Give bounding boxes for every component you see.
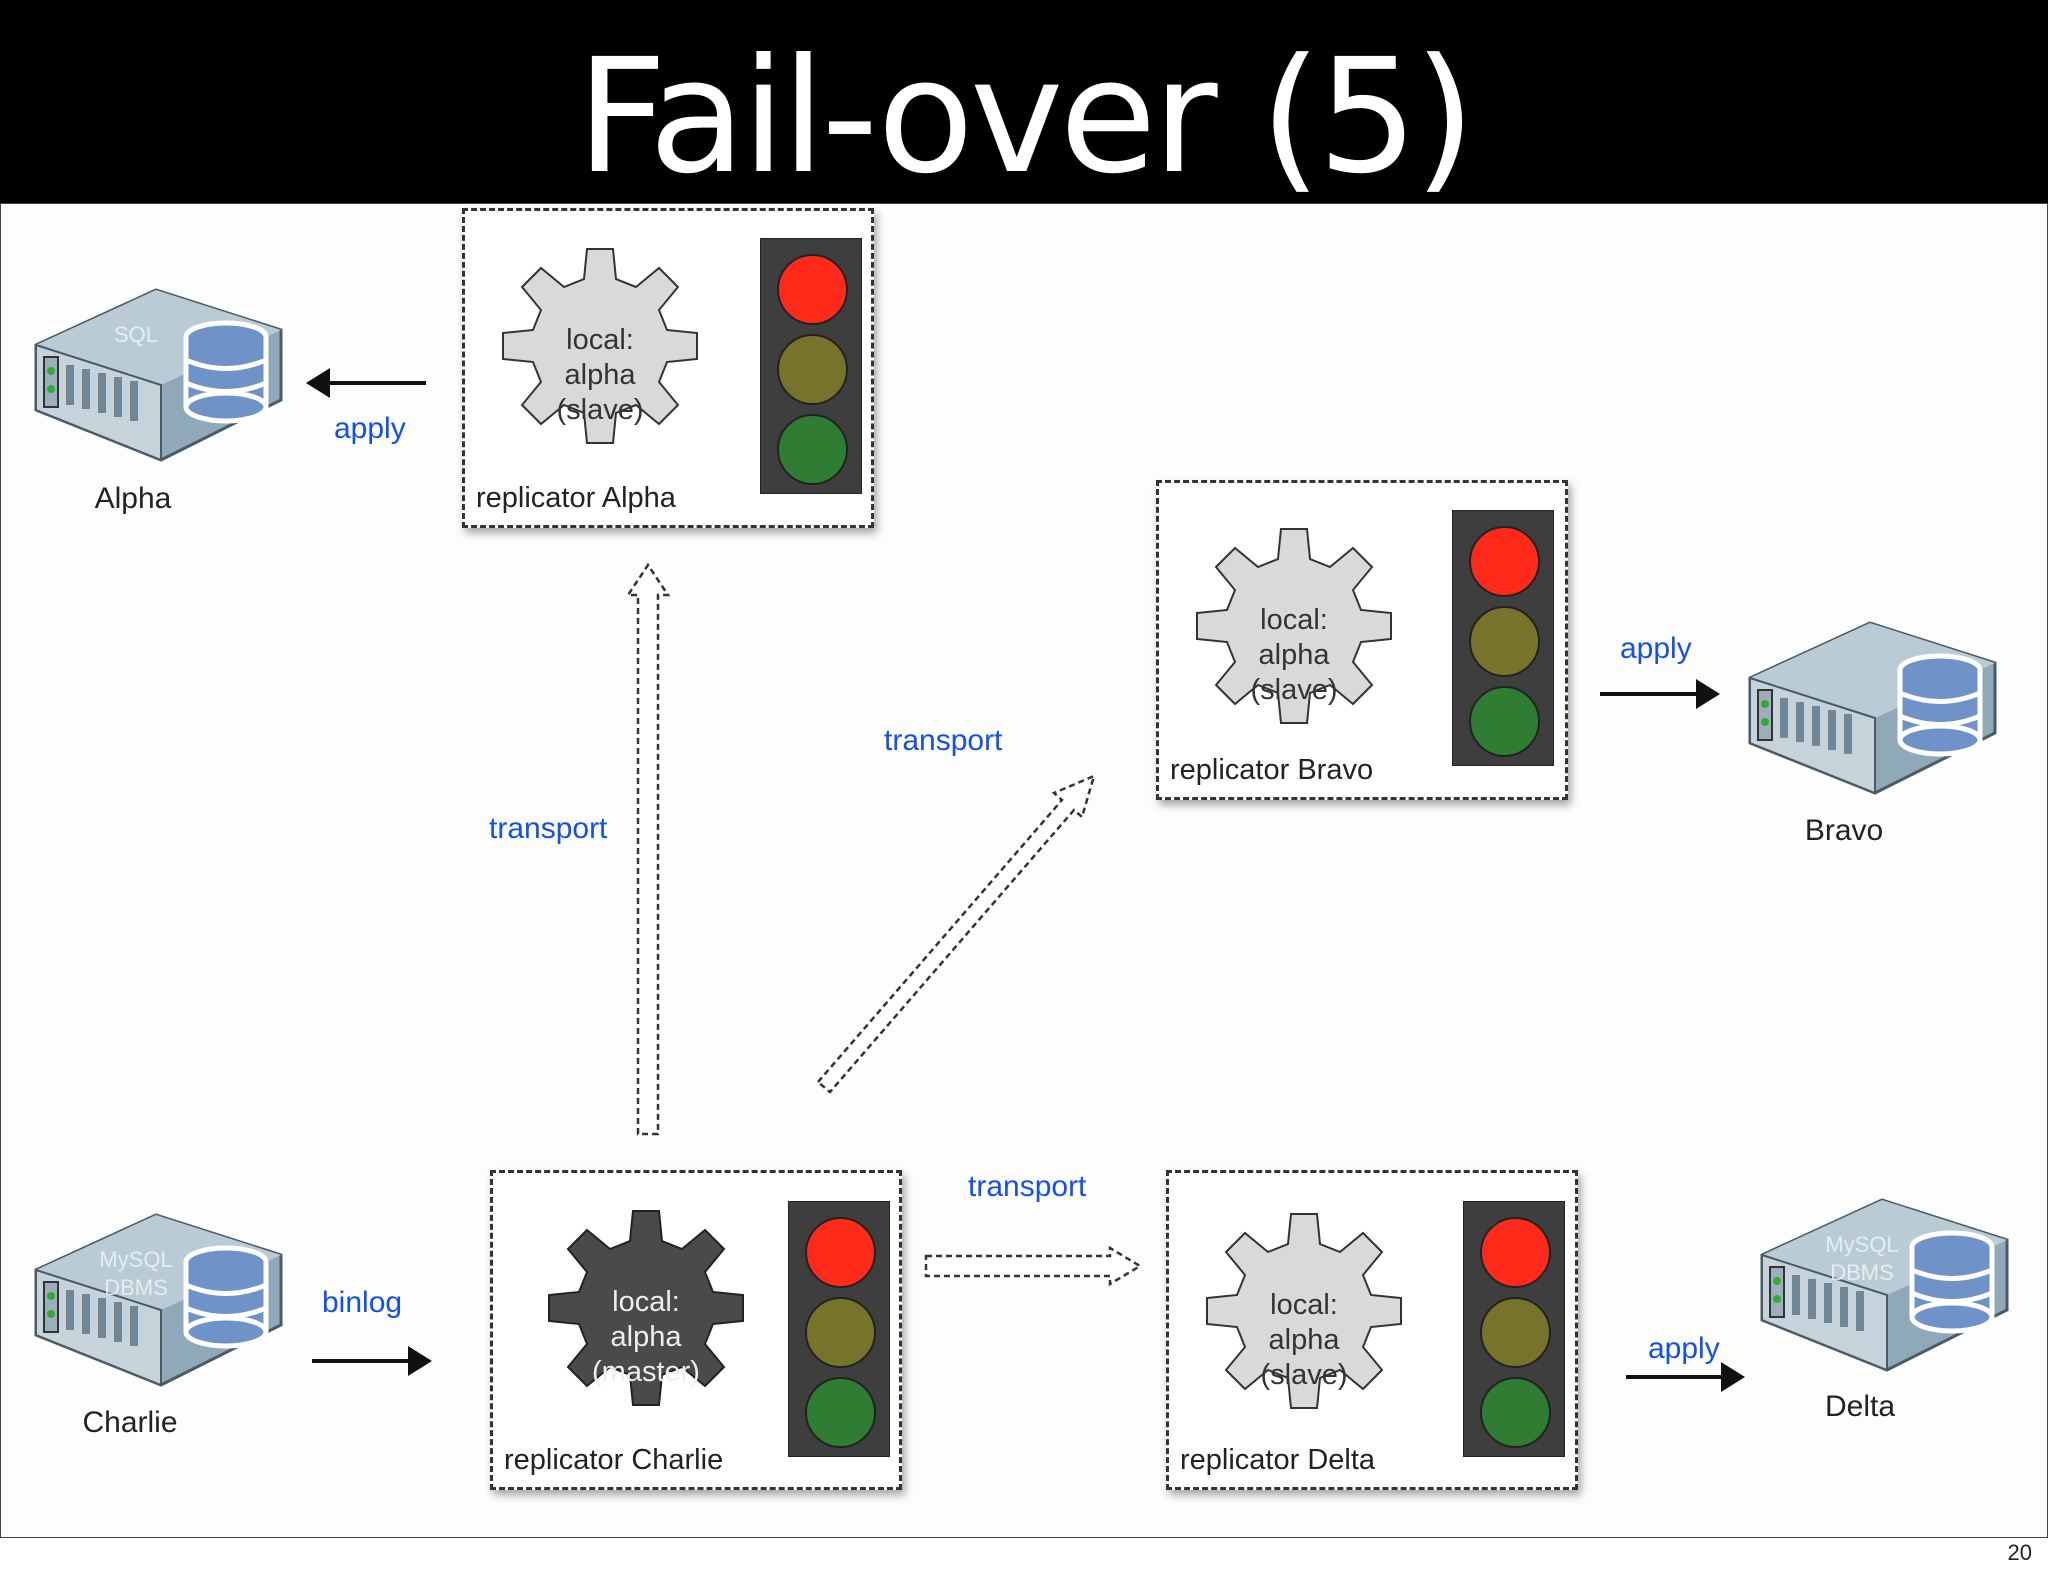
- yellow-lamp: [805, 1297, 876, 1368]
- diagram-canvas: [0, 203, 2048, 1538]
- red-lamp: [1469, 526, 1540, 597]
- title-bar: Fail-over (5): [0, 0, 2048, 209]
- server-delta-icon: MySQL DBMS: [1752, 1195, 2012, 1385]
- gear-text-line: (slave): [1250, 674, 1338, 706]
- apply-label: apply: [1620, 632, 1692, 665]
- green-lamp: [805, 1377, 876, 1448]
- transport-label: transport: [968, 1170, 1087, 1203]
- gear-text-line: alpha: [1258, 639, 1330, 671]
- traffic-light-icon: [788, 1201, 890, 1457]
- page-number: 20: [2007, 1540, 2032, 1565]
- replicator-label: replicator Charlie: [504, 1444, 724, 1476]
- binlog-label: binlog: [322, 1286, 403, 1319]
- replicator-label: replicator Delta: [1180, 1444, 1376, 1476]
- replicator-bravo-box: local: alpha (slave) replicator Bravo: [1156, 480, 1568, 800]
- red-lamp: [777, 254, 848, 325]
- traffic-light-icon: [1463, 1201, 1565, 1457]
- gear-text-line: alpha: [1268, 1324, 1340, 1356]
- traffic-light-icon: [760, 238, 862, 494]
- gear-icon: local: alpha (master): [541, 1203, 751, 1413]
- replicator-charlie-box: local: alpha (master) replicator Charlie: [490, 1170, 902, 1490]
- replicator-label: replicator Alpha: [476, 482, 676, 514]
- yellow-lamp: [1480, 1297, 1551, 1368]
- gear-icon: local: alpha (slave): [495, 241, 705, 451]
- yellow-lamp: [1469, 606, 1540, 677]
- server-alpha-icon: SQL: [26, 285, 286, 475]
- apply-alpha-arrow: [306, 368, 426, 398]
- gear-text-line: local:: [612, 1286, 680, 1318]
- transport-bravo-arrow: [816, 773, 1096, 1094]
- apply-label: apply: [1648, 1332, 1720, 1365]
- server-overlay-line: SQL: [113, 322, 159, 347]
- red-lamp: [1480, 1217, 1551, 1288]
- server-overlay-line: DBMS: [104, 1275, 168, 1300]
- transport-label: transport: [489, 812, 608, 845]
- replicator-alpha-box: local: alpha (slave) replicator Alpha: [462, 208, 874, 528]
- gear-icon: local: alpha (slave): [1199, 1206, 1409, 1416]
- gear-text-line: local:: [1260, 604, 1328, 636]
- apply-label: apply: [334, 412, 406, 445]
- gear-text-line: alpha: [564, 359, 636, 391]
- gear-text-line: local:: [566, 324, 634, 356]
- apply-delta-arrow: [1626, 1362, 1745, 1392]
- yellow-lamp: [777, 334, 848, 405]
- server-charlie-label: Charlie: [82, 1406, 178, 1439]
- binlog-arrow: [312, 1346, 432, 1376]
- gear-icon: local: alpha (slave): [1189, 521, 1399, 731]
- green-lamp: [777, 414, 848, 485]
- slide-title: Fail-over (5): [576, 25, 1475, 209]
- transport-alpha-arrow: [625, 562, 671, 1136]
- gear-text-line: local:: [1270, 1289, 1338, 1321]
- server-bravo-label: Bravo: [1804, 814, 1884, 847]
- transport-label: transport: [884, 724, 1003, 757]
- replicator-delta-box: local: alpha (slave) replicator Delta: [1166, 1170, 1578, 1490]
- server-charlie-icon: MySQL DBMS: [26, 1210, 286, 1400]
- gear-text-line: (master): [592, 1356, 700, 1388]
- server-overlay-line: MySQL: [99, 1247, 173, 1272]
- gear-text-line: alpha: [610, 1321, 682, 1353]
- traffic-light-icon: [1452, 510, 1554, 766]
- green-lamp: [1480, 1377, 1551, 1448]
- server-delta-label: Delta: [1824, 1390, 1896, 1423]
- transport-delta-arrow: [924, 1245, 1143, 1287]
- green-lamp: [1469, 686, 1540, 757]
- gear-text-line: (slave): [556, 394, 644, 426]
- red-lamp: [805, 1217, 876, 1288]
- server-overlay-line: MySQL: [1825, 1232, 1899, 1257]
- replicator-label: replicator Bravo: [1170, 754, 1374, 786]
- apply-bravo-arrow: [1600, 679, 1720, 709]
- gear-text-line: (slave): [1260, 1359, 1348, 1391]
- server-bravo-icon: [1740, 618, 2000, 808]
- server-alpha-label: Alpha: [94, 482, 172, 515]
- server-overlay-line: DBMS: [1830, 1260, 1894, 1285]
